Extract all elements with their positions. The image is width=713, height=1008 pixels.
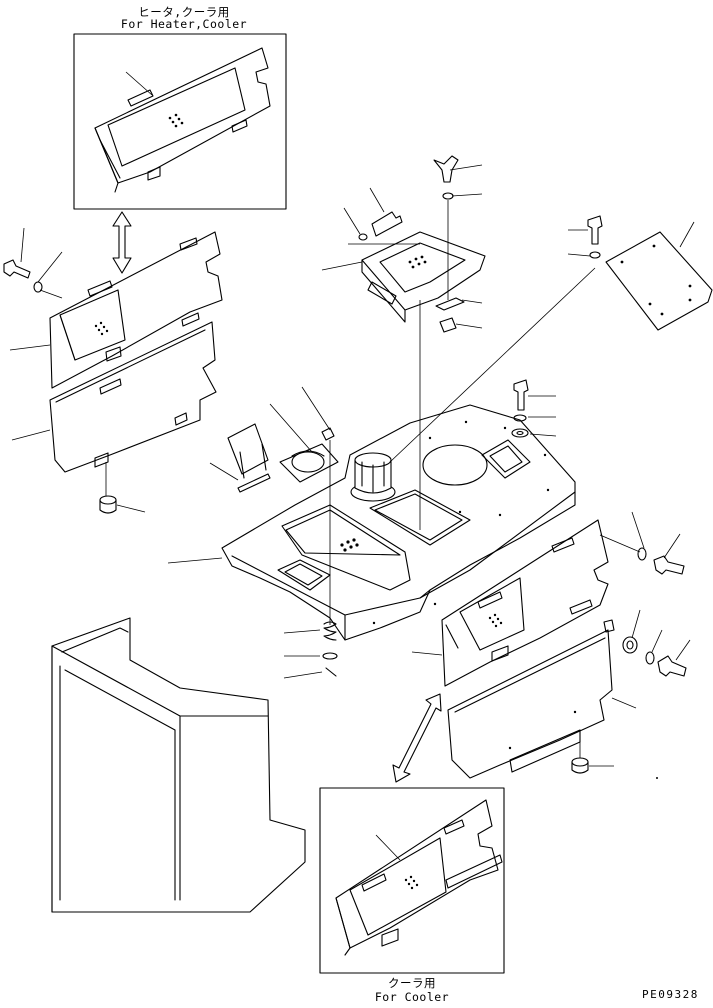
rubber-mount-left [99,495,146,514]
inset-bottom-caption-jp: クーラ用 [388,976,436,990]
vent-holes-right [488,613,503,628]
vent-holes-left [94,321,109,336]
right-side-cover [411,519,609,687]
inset-bottom-caption-en: For Cooler [374,990,450,1004]
inset-top-caption-en: For Heater,Cooler [120,17,248,31]
wing-nut [433,155,483,300]
inset-box-top [73,33,287,210]
right-cover-plate [605,221,713,331]
cab-frame [51,617,306,913]
right-bolt-top [389,215,603,463]
clip-bracket [209,423,271,493]
spring-assembly [283,440,338,679]
vent-holes-bottom [404,875,419,890]
access-cover [321,231,486,530]
vent-holes-floor [340,538,359,552]
floor-plate [221,404,576,641]
left-lower-cover [49,321,217,496]
double-arrow-top [112,211,132,274]
double-arrow-bottom [392,693,442,783]
drawing-code: PE09328 [642,988,699,1001]
cover-bolt [343,187,420,245]
control-box [269,386,339,483]
vent-holes-cover [408,255,427,269]
floor-bolt-right [511,379,557,438]
inset-top-caption-jp: ヒータ,クーラ用 [138,5,230,19]
left-bolt [3,227,63,299]
clamp-bracket [435,297,483,333]
inset-box-bottom [319,787,505,974]
vent-holes-top [168,113,184,128]
right-bolt-mid [599,511,685,575]
right-bolt-low [622,609,691,677]
left-side-cover [49,231,223,389]
rubber-mount-right [571,742,614,774]
